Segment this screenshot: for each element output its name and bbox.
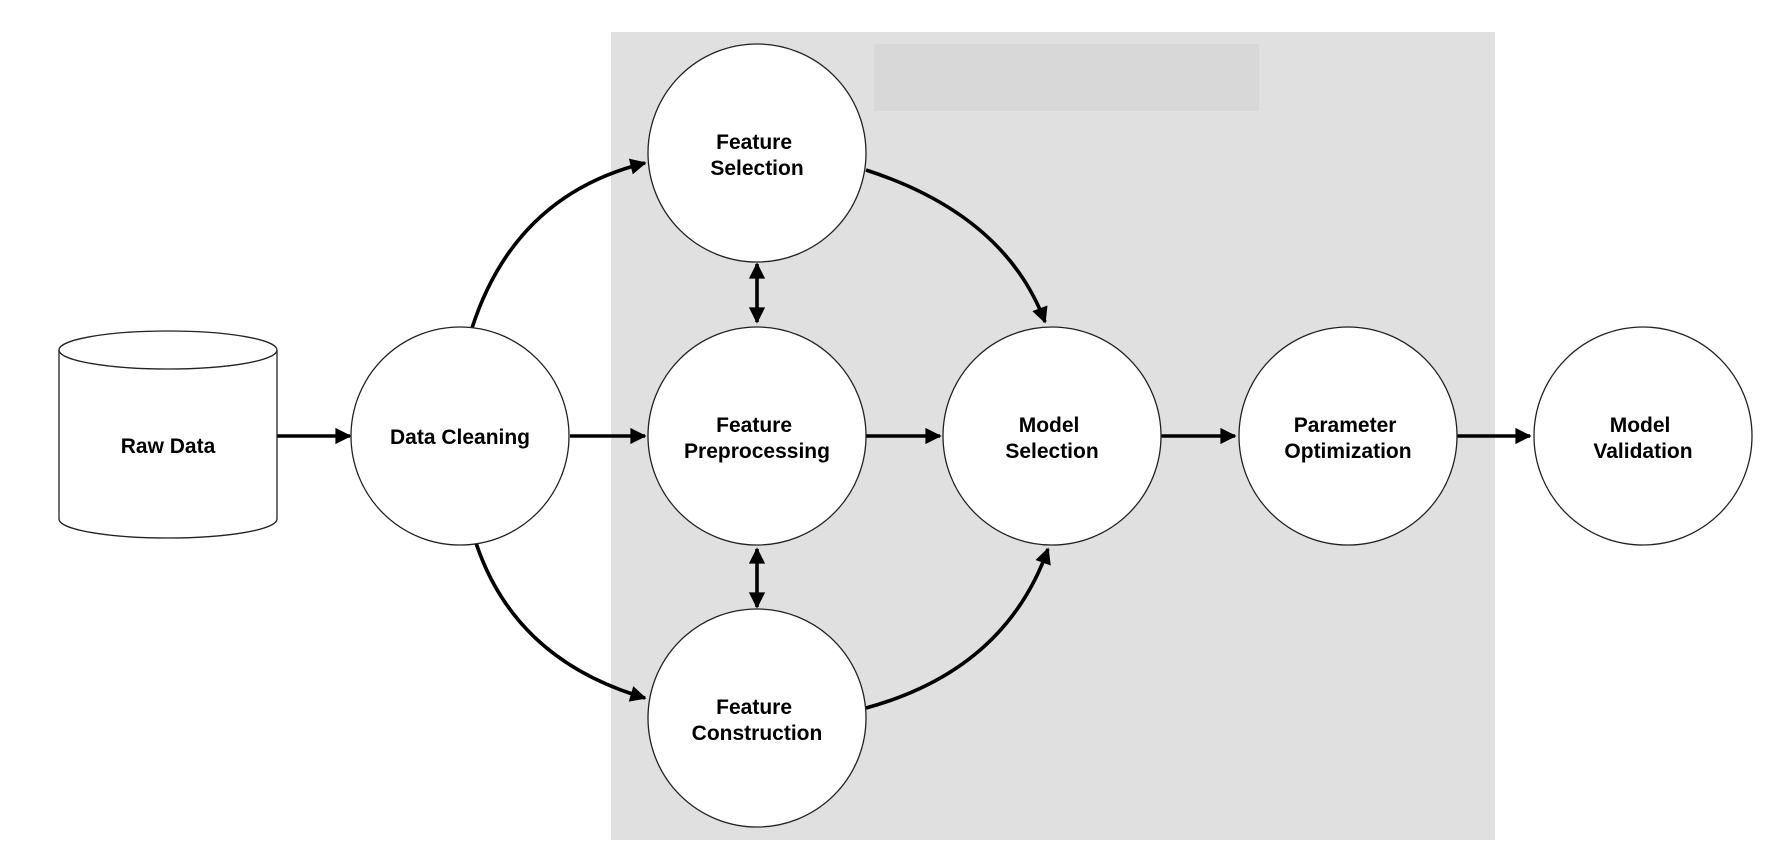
feature-preprocessing-node: Feature Preprocessing [647, 326, 867, 546]
data-cleaning-label-line-1: Data Cleaning [390, 426, 530, 449]
feature-selection-circle [647, 43, 867, 263]
data-cleaning-node: Data Cleaning [350, 326, 570, 546]
edge-feature-construction-to-model-selection [865, 547, 1051, 710]
feature-construction-label-line-1: Feature [716, 696, 792, 719]
title-placeholder-box [874, 44, 1259, 111]
feature-construction-circle [647, 608, 867, 828]
model-selection-node: Model Selection [942, 326, 1162, 546]
feature-construction-node: Feature Construction [647, 608, 867, 828]
raw-data-label: Raw Data [121, 435, 216, 458]
model-validation-label-line-1: Model [1610, 414, 1671, 437]
model-selection-label-line-2: Selection [1005, 440, 1098, 463]
feature-selection-node: Feature Selection [647, 43, 867, 263]
model-selection-label: Model Selection [1005, 414, 1098, 463]
parameter-optimization-circle [1238, 326, 1458, 546]
raw-data-node: Raw Data [58, 330, 278, 539]
model-selection-label-line-1: Model [1019, 414, 1080, 437]
feature-preprocessing-label-line-1: Feature [716, 414, 792, 437]
raw-data-cylinder-body [58, 350, 278, 539]
parameter-optimization-label-line-1: Parameter [1294, 414, 1397, 437]
data-cleaning-circle [350, 326, 570, 546]
feature-selection-label-line-2: Selection [710, 157, 803, 180]
feature-selection-label: Feature Selection [710, 131, 803, 180]
edge-data-cleaning-to-feature-selection [470, 158, 647, 329]
model-validation-circle [1533, 326, 1753, 546]
parameter-optimization-label-line-2: Optimization [1284, 440, 1411, 463]
feature-preprocessing-label-line-2: Preprocessing [684, 440, 830, 463]
feature-construction-label: Feature Construction [692, 696, 823, 745]
model-validation-label: Model Validation [1593, 414, 1692, 463]
model-validation-node: Model Validation [1533, 326, 1753, 546]
edge-data-cleaning-to-feature-construction [474, 542, 647, 702]
edge-feature-selection-to-model-selection [865, 168, 1048, 324]
feature-construction-label-line-2: Construction [692, 722, 823, 745]
raw-data-label-line-1: Raw Data [121, 435, 216, 458]
model-validation-label-line-2: Validation [1593, 440, 1692, 463]
edges [277, 158, 1532, 710]
parameter-optimization-node: Parameter Optimization [1238, 326, 1458, 546]
feature-selection-label-line-1: Feature [716, 131, 792, 154]
data-cleaning-label: Data Cleaning [390, 426, 530, 449]
raw-data-cylinder-top [58, 330, 278, 370]
feature-preprocessing-label: Feature Preprocessing [684, 414, 830, 463]
model-selection-circle [942, 326, 1162, 546]
feature-preprocessing-circle [647, 326, 867, 546]
parameter-optimization-label: Parameter Optimization [1284, 414, 1411, 463]
